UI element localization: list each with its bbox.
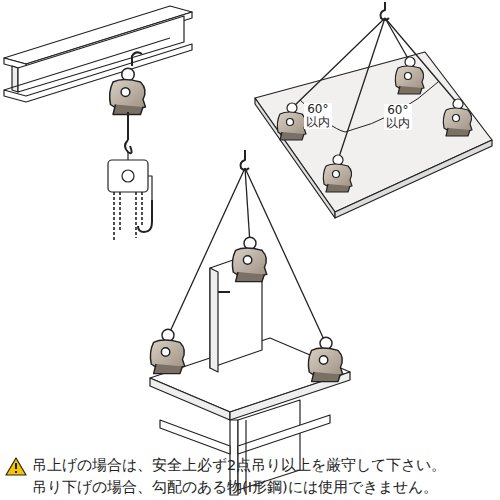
slings: [292, 18, 458, 160]
slings: [168, 168, 326, 344]
lifting-hook: [381, 2, 390, 20]
angle-label: 60° 以内: [384, 104, 412, 130]
lifting-hook: [241, 150, 250, 170]
plate-clamps: [277, 57, 472, 192]
chain-hoist: [108, 112, 152, 240]
steel-plate: [255, 52, 492, 218]
warning-icon: [6, 458, 26, 475]
warning-note: 吊り下げの場合、勾配のある物(I形鋼)には使用できません。: [32, 479, 438, 496]
beam-clamp: [110, 68, 146, 114]
i-beam: [4, 6, 192, 102]
warning-note: 吊上げの場合は、安全上必ず2点吊り以上を厳守して下さい。: [32, 457, 446, 474]
angle-label: 60° 以内: [304, 103, 332, 129]
structure-clamps: [150, 237, 342, 381]
clamp-screw: [132, 52, 142, 66]
